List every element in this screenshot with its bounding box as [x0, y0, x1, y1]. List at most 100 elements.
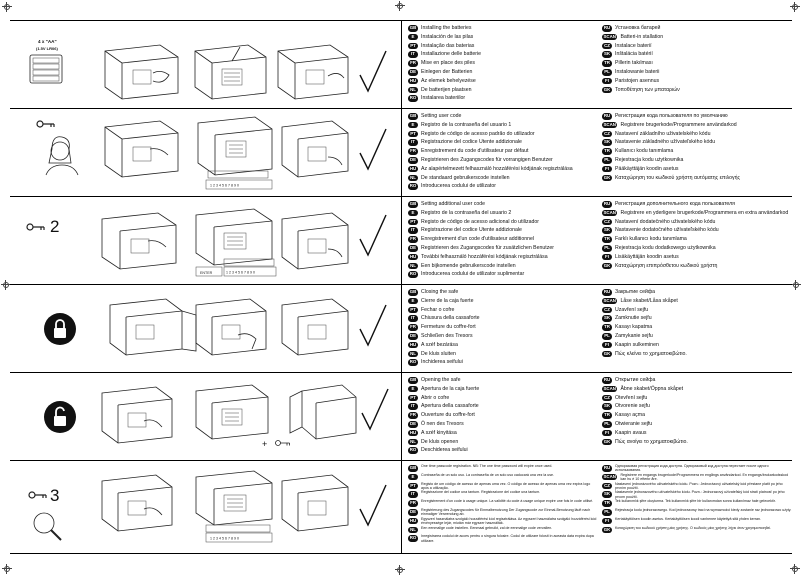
instruction-text: Registrere en yderligere brugerkode/Prog…	[620, 209, 789, 216]
instruction-text: Πώς κλείνει το χρηματοκιβώτιο.	[615, 350, 687, 357]
language-code-badge: GK	[602, 262, 612, 270]
instruction-text: Setting additional user code	[421, 201, 486, 207]
language-code-badge: FI	[602, 517, 612, 525]
language-code-badge: RU	[602, 201, 612, 208]
keypad-strip: 1 2 3 4 5 6 7 8 9 0	[223, 258, 277, 277]
magnifier-icon	[33, 512, 62, 541]
battery-count-label: 4 x "AA"	[38, 39, 57, 44]
language-code-badge: GK	[602, 350, 612, 358]
language-code-badge: RU	[602, 113, 612, 120]
instruction-text: Registro de la contraseña del usuario 2	[421, 209, 512, 216]
instruction-text: Закрытие сейфа	[615, 289, 656, 295]
instruction-text: Instalação das baterias	[421, 42, 475, 49]
instruction-text: Καταχώρηση του κωδικού χρήστη αυτόματης …	[615, 174, 741, 181]
instruction-text: Nastavenie dodatočného užívateľského kód…	[615, 227, 719, 234]
registration-mark-bottom-left	[2, 564, 12, 574]
keypad-digits: 1 2 3 4 5 6 7 8 9 0	[210, 537, 239, 541]
batteries-illustration: 4 x "AA" (1.5V LR06)	[29, 39, 387, 100]
language-code-badge: DE	[408, 157, 418, 164]
language-code-badge: TR	[602, 324, 612, 331]
illustration-additional-code: 2 ENTER	[10, 197, 402, 284]
enter-key-label: ENTER	[200, 271, 213, 275]
instruction-text: Inštalácia batérií	[615, 51, 653, 58]
language-code-badge: NL	[408, 438, 418, 446]
language-code-badge: GK	[602, 86, 612, 94]
instruction-text: Rejestracja kodu użytkownika	[615, 156, 684, 163]
language-code-badge: NL	[408, 86, 418, 94]
instruction-text: Fechar o cofre	[421, 306, 455, 313]
instruction-text: Registrere en engangs brugerkode/Program…	[620, 472, 789, 482]
instruction-text: Τοποθέτηση των μπαταριών	[615, 86, 680, 93]
language-code-badge: HU	[408, 341, 418, 349]
instruction-text: De batterijen plaatsen	[421, 86, 472, 93]
safe-closed-icon	[101, 386, 173, 444]
instruction-text: Az alapértelmezett felhasználó hozzáféré…	[421, 165, 573, 172]
instruction-text: Πώς ανοίγει το χρηματοκιβώτιο.	[615, 438, 688, 445]
keypad-digits: 1 2 3 4 5 6 7 8 9 0	[226, 271, 255, 275]
plus-label: +	[262, 439, 267, 449]
instruction-text: Registrieren des Zugangscodes für zusätz…	[421, 244, 554, 251]
language-code-badge: SCAN	[602, 297, 618, 305]
instruction-text: Paristojen asennus	[615, 77, 660, 84]
language-code-badge: FI	[602, 77, 612, 85]
instruction-text: Introducerea codului de utilizator	[421, 183, 496, 190]
instruction-text: Registrierung des Zugangscodes für Einma…	[421, 507, 591, 517]
instruction-text: Einlegen der Batterien	[421, 68, 473, 75]
language-code-badge: TR	[602, 236, 612, 243]
instruction-text: Låse skabet/Låsa skåpet	[620, 297, 678, 304]
instruction-text: Registrieren des Zugangscodes für vorran…	[421, 156, 553, 163]
language-code-badge: E	[408, 473, 418, 481]
language-code-badge: GK	[602, 174, 612, 182]
instruction-text: Instalación de las pilas	[421, 33, 474, 40]
language-code-badge: PL	[602, 157, 612, 164]
safe-keypad-icon	[195, 470, 273, 526]
safe-step-3-icon	[281, 474, 349, 532]
registration-mark-middle-left	[1, 280, 11, 290]
key-icon	[275, 440, 290, 446]
language-code-badge: PT	[408, 130, 418, 138]
language-code-badge: E	[408, 121, 418, 129]
language-code-badge: SCAN	[602, 121, 618, 129]
language-code-badge: FR	[408, 500, 418, 507]
illustration-batteries: 4 x "AA" (1.5V LR06)	[10, 21, 402, 108]
instruction-text: Egyszeri használatra szolgáló hozzáférés…	[421, 516, 597, 526]
instruction-text: Apertura della cassaforte	[421, 403, 479, 410]
lock-open-icon	[44, 401, 76, 433]
instruction-text: Регистрация дополнительного кода пользов…	[615, 201, 735, 207]
language-code-badge: IT	[408, 315, 418, 323]
language-code-badge: E	[408, 297, 418, 305]
language-code-badge: HU	[408, 517, 418, 525]
key-icon	[36, 120, 55, 128]
